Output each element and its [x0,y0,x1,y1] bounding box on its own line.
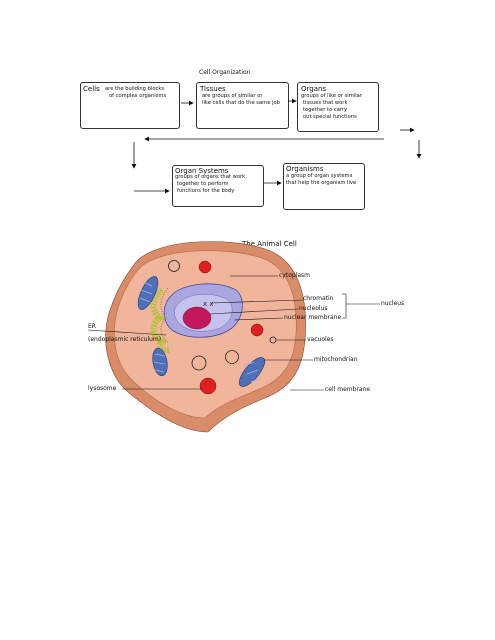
cell-diagram-title: The Animal Cell [242,240,297,248]
organs-title: Organs [301,85,327,93]
organs-box: Organs groups of like or similar tissues… [297,82,379,132]
organs-text-2: tissues that work [303,100,348,106]
organisms-title: Organisms [286,165,324,173]
leader-chromatin [211,299,304,304]
leader-nucleolus [209,308,299,315]
lysosome-3 [199,377,217,395]
mitochondrion-3 [238,357,266,387]
cells-title: Cells [83,85,100,93]
lysosome-1 [198,260,212,274]
mitochondrion-2 [152,347,168,377]
organ-systems-text-3: functions for the body [177,188,235,194]
cells-box: Cells are the building blocks of complex… [80,82,180,129]
organ-systems-title: Organ Systems [175,167,229,175]
organs-text-4: out special functions [303,114,357,120]
label-er: ER [88,323,96,330]
vacuole-2 [191,355,207,371]
vacuole-3 [225,350,239,364]
organs-text-3: together to carry [303,107,348,113]
organisms-text-1: a group of organ systems [286,173,353,179]
organ-systems-text-1: groups of organs that work [175,174,246,180]
label-nucleolus: nucleolus [299,305,328,312]
organs-text-1: groups of like or similar [301,93,362,99]
label-chromatin: chromatin [303,295,334,302]
mitochondrion-1 [137,276,159,310]
chromatin-marks: x x [203,300,214,308]
nucleolus [182,306,212,330]
tissues-title: Tissues [200,85,226,93]
lysosome-2 [250,323,264,337]
label-mitochondrian: mitochondrian [314,356,358,363]
leader-er [87,329,167,336]
label-cytoplasm: cytoplasm [279,272,310,279]
organ-systems-text-2: together to perform [177,181,229,187]
label-nucleus: nucleus [381,300,405,307]
vacuole-4 [269,336,277,344]
flowchart-title: Cell Organization [199,69,251,76]
cells-text-1: are the building blocks [105,86,165,92]
vacuole-1 [168,260,180,272]
label-lysosome: lysosome [88,385,117,392]
organisms-box: Organisms a group of organ systems that … [283,163,365,210]
tissues-text-1: are groups of similar or [202,93,263,99]
tissues-box: Tissues are groups of similar or like ce… [196,82,289,129]
leader-nuclear-membrane [233,317,284,321]
tissues-text-2: like cells that do the same job [202,100,280,106]
organisms-text-2: that help the organism live [286,180,357,186]
nucleus-bracket [342,293,380,319]
label-vacuoles: vacuoles [307,336,334,343]
label-cell-membrane: cell membrane [325,386,371,393]
label-nuclear-membrane: nuclear membrane [284,314,342,321]
cells-text-2: of complex organisms [109,93,167,99]
organ-systems-box: Organ Systems groups of organs that work… [172,165,264,207]
label-er-full: (endoplasmic reticulum) [88,336,162,343]
